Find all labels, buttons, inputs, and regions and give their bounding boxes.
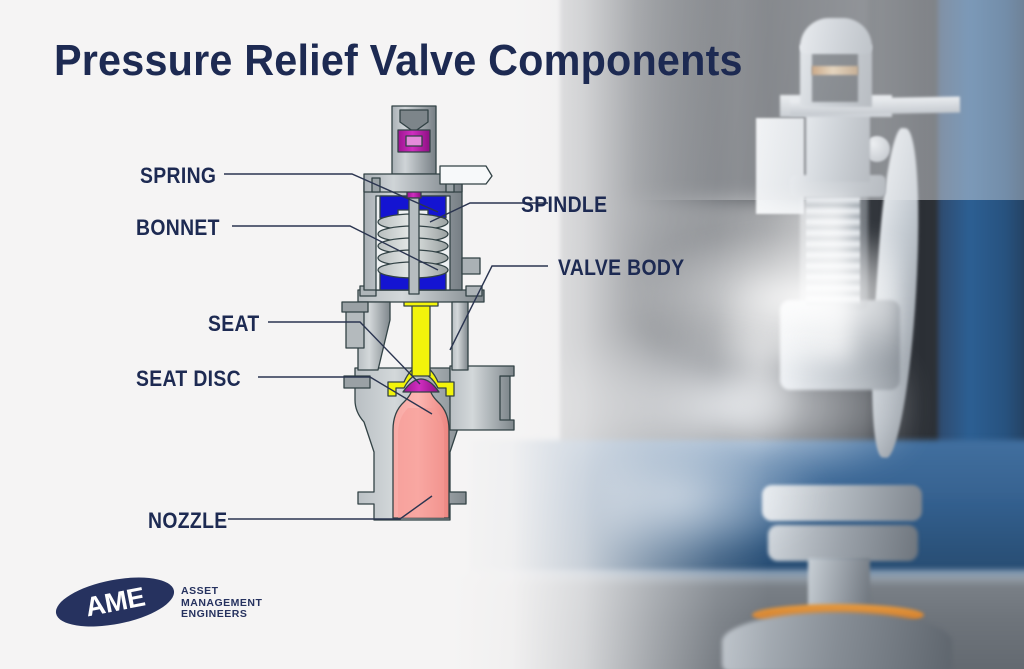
label-seat: SEAT xyxy=(208,311,260,336)
label-bonnet: BONNET xyxy=(136,215,220,240)
logo-tagline-line3: ENGINEERS xyxy=(181,608,248,621)
logo-tagline: ASSET MANAGEMENT ENGINEERS xyxy=(181,585,263,621)
page-title: Pressure Relief Valve Components xyxy=(54,36,743,85)
label-valve-body: VALVE BODY xyxy=(558,255,685,280)
ame-logo: AME ASSET MANAGEMENT ENGINEERS xyxy=(51,568,265,636)
valve-outlet-flange xyxy=(449,365,515,431)
label-spring: SPRING xyxy=(140,163,217,188)
body-drain-plug xyxy=(343,375,371,389)
seat xyxy=(402,378,440,393)
label-nozzle: NOZZLE xyxy=(148,508,228,533)
logo-tagline-line2: MANAGEMENT xyxy=(181,596,263,609)
lifting-lever xyxy=(439,165,493,185)
logo-tagline-line1: ASSET xyxy=(181,585,219,597)
bonnet-vent-plug xyxy=(461,257,481,275)
label-spindle: SPINDLE xyxy=(521,192,608,217)
label-seat-disc: SEAT DISC xyxy=(136,366,242,391)
